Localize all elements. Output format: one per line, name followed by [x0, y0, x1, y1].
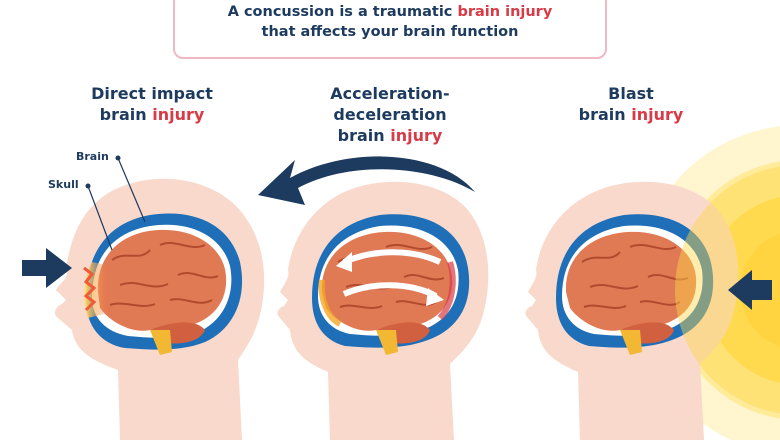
heading-highlight: injury — [631, 105, 684, 124]
rebound-arrows — [336, 249, 444, 306]
heading-line-2: brain injury — [275, 125, 505, 146]
callout-lines — [85, 155, 146, 251]
impact-arrow — [22, 248, 72, 288]
brain-blast — [565, 231, 697, 355]
brain-callout-label: Brain — [76, 150, 109, 163]
banner-highlight: brain injury — [457, 4, 553, 20]
motion-arrow — [258, 156, 475, 205]
banner-line-2: that affects your brain function — [261, 24, 519, 40]
heading-highlight: injury — [152, 105, 205, 124]
heading-line-1: Acceleration-deceleration — [330, 84, 450, 124]
heading-text: brain — [99, 105, 153, 124]
banner-text: A concussion is a traumatic — [227, 4, 458, 20]
heading-direct-impact: Direct impact brain injury — [37, 83, 267, 125]
brain-direct-impact — [97, 229, 227, 355]
impact-zone — [83, 262, 112, 318]
definition-banner: A concussion is a traumatic brain injury… — [173, 0, 607, 59]
heading-blast: Blast brain injury — [516, 83, 746, 125]
heading-line-2: brain injury — [516, 104, 746, 125]
skull-callout-label: Skull — [48, 178, 79, 191]
heading-line-2: brain injury — [37, 104, 267, 125]
heading-highlight: injury — [390, 126, 443, 145]
heading-line-1: Blast — [608, 84, 654, 103]
blast-overlay — [675, 166, 780, 414]
heading-text: brain — [578, 105, 632, 124]
heading-acceleration-deceleration: Acceleration-deceleration brain injury — [275, 83, 505, 146]
blast-arrow — [728, 270, 772, 310]
banner-line-1: A concussion is a traumatic brain injury — [175, 2, 605, 22]
heading-text: brain — [337, 126, 391, 145]
heading-line-1: Direct impact — [91, 84, 213, 103]
